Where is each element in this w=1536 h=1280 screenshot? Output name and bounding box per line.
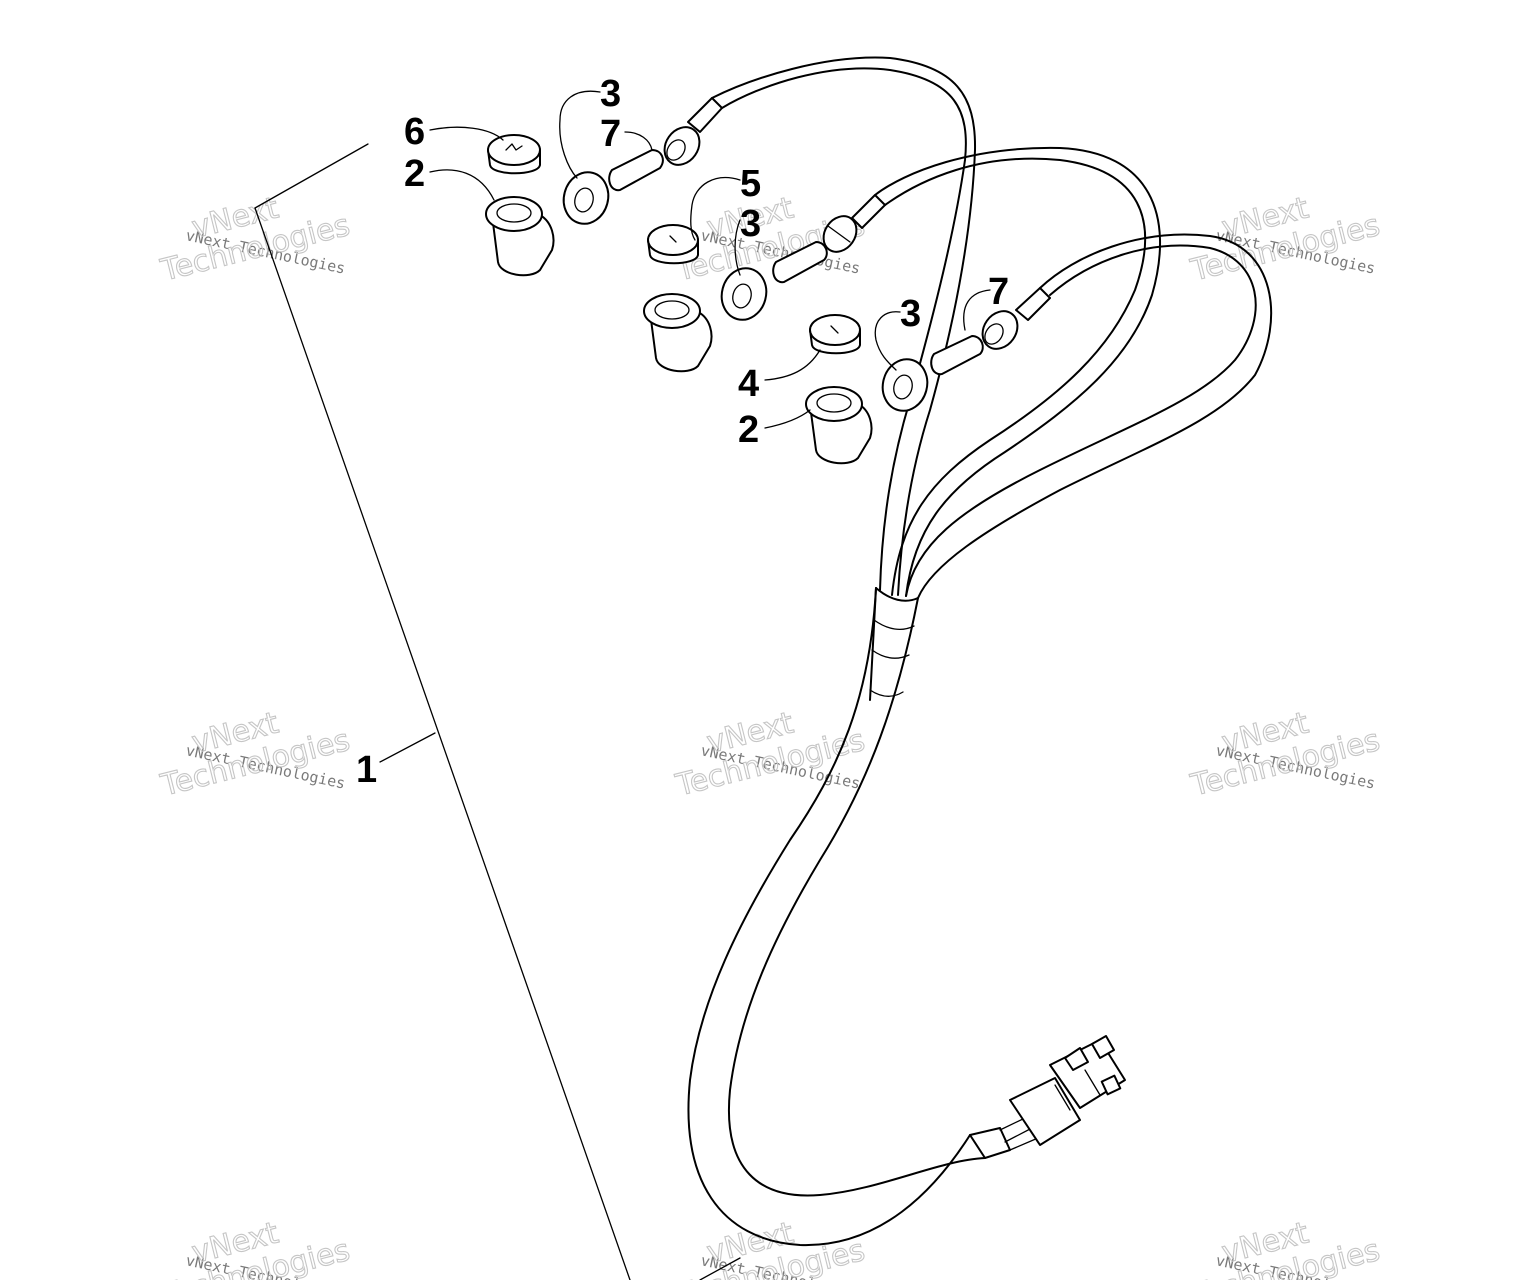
watermarks: vNext Technologies vNext Technologies vN… xyxy=(156,190,1384,1280)
callout-6: 6 xyxy=(404,111,425,153)
indicator-lens-item-5 xyxy=(647,224,699,265)
grommet-upper xyxy=(562,171,610,225)
bulb-middle xyxy=(772,241,828,284)
callout-2: 2 xyxy=(738,409,759,451)
callout-4: 4 xyxy=(738,363,759,405)
bulb-upper xyxy=(608,149,664,192)
lamp-housing-upper xyxy=(485,196,555,277)
callout-3: 3 xyxy=(740,203,761,245)
harness-plug-connector xyxy=(969,1035,1126,1159)
bulb-socket-middle xyxy=(772,194,886,284)
grommet-lower xyxy=(881,358,929,412)
bulb-socket-upper xyxy=(608,97,723,192)
callout-1: 1 xyxy=(356,749,377,791)
indicator-lens-item-4 xyxy=(809,314,861,355)
harness-main-trunk xyxy=(687,587,971,1247)
callout-3: 3 xyxy=(900,293,921,335)
lamp-housing-lower xyxy=(805,386,873,465)
watermark: vNext Technologies xyxy=(156,1215,354,1280)
bulb-socket-lower xyxy=(930,287,1051,376)
callout-7: 7 xyxy=(988,271,1009,313)
watermark: vNext Technologies xyxy=(1186,1215,1384,1280)
leader-lines xyxy=(379,90,991,763)
harness-branch-middle xyxy=(884,157,1147,596)
callout-5: 5 xyxy=(740,163,761,205)
bulb-lower xyxy=(930,335,984,376)
grommet-middle xyxy=(720,267,768,321)
lamp-housing-middle xyxy=(643,293,713,373)
assembly-bracket-lines xyxy=(254,143,741,1280)
indicator-lens-item-6 xyxy=(487,134,541,175)
wiring-harness xyxy=(687,56,1273,1247)
callout-7: 7 xyxy=(600,113,621,155)
callout-2: 2 xyxy=(404,153,425,195)
callout-3: 3 xyxy=(600,73,621,115)
harness-tape-wrap xyxy=(869,587,919,701)
callout-labels: 6 2 3 7 5 3 3 7 4 2 1 xyxy=(356,73,1009,791)
harness-branch-lower xyxy=(905,244,1257,597)
